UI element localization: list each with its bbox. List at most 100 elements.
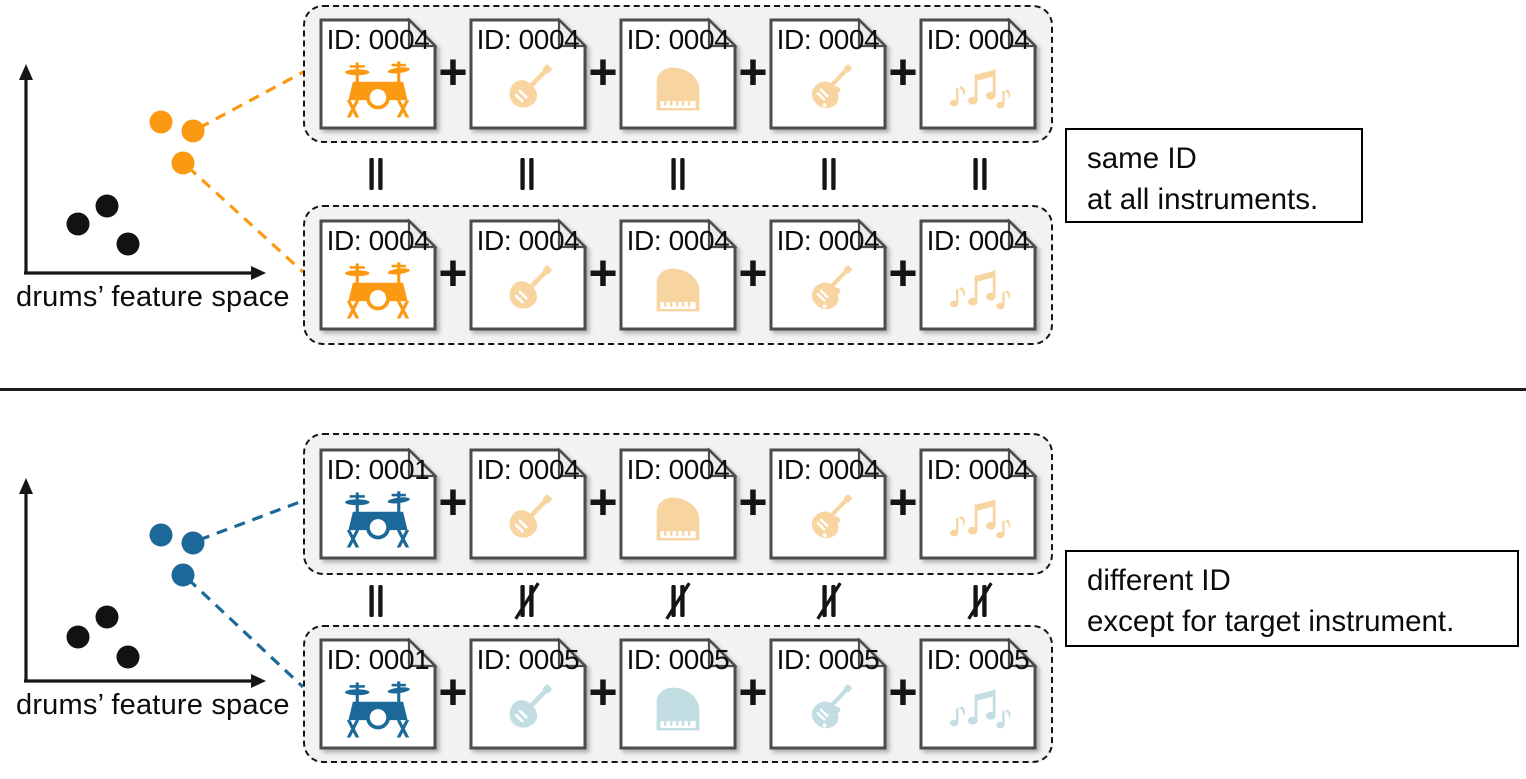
file-page-shape	[769, 447, 888, 560]
file-id-label: ID: 0004	[776, 24, 880, 55]
scatter-dot-target	[171, 151, 195, 175]
file-id-label: ID: 0004	[476, 454, 580, 485]
bottom-feature-space-label: drums’ feature space	[16, 689, 290, 721]
equality-symbol	[769, 153, 889, 195]
scatter-dot-target	[149, 110, 173, 134]
audio-file-card: ID: 0005	[918, 637, 1038, 751]
equality-symbol	[316, 580, 436, 622]
audio-file-card: ID: 0004	[468, 447, 588, 561]
connector-line	[198, 498, 306, 542]
file-id-label: ID: 0005	[476, 644, 580, 675]
plus-sign: +	[438, 664, 468, 720]
file-page-shape	[769, 17, 888, 130]
audio-file-card: ID: 0004	[318, 218, 438, 332]
file-id-label: ID: 0004	[776, 225, 880, 256]
audio-file-card: ID: 0004	[468, 218, 588, 332]
audio-file-card: ID: 0001	[318, 637, 438, 751]
guitar-icon	[768, 56, 888, 122]
file-id-label: ID: 0005	[926, 644, 1030, 675]
audio-file-card: ID: 0004	[318, 17, 438, 131]
audio-file-card: ID: 0004	[918, 447, 1038, 561]
scatter-dot-target	[149, 523, 173, 547]
connector-line	[186, 577, 305, 689]
audio-file-card: ID: 0001	[318, 447, 438, 561]
file-id-label: ID: 0004	[626, 24, 730, 55]
scatter-dot-target	[181, 531, 205, 555]
music-notes-icon	[918, 676, 1038, 742]
file-id-label: ID: 0004	[626, 454, 730, 485]
scatter-dot-other	[95, 194, 119, 218]
file-id-label: ID: 0005	[776, 644, 880, 675]
mixture-group-top-row1: ID: 0004 + ID: 0004 + ID: 0004 + ID: 000…	[303, 5, 1053, 143]
plus-sign: +	[438, 245, 468, 301]
file-id-label: ID: 0004	[776, 454, 880, 485]
plus-sign: +	[888, 664, 918, 720]
section-divider	[0, 388, 1526, 391]
music-notes-icon	[918, 56, 1038, 122]
bass-guitar-icon	[468, 257, 588, 323]
equality-symbol	[920, 153, 1040, 195]
audio-file-card: ID: 0004	[618, 17, 738, 131]
file-page-shape	[919, 17, 1038, 130]
audio-file-card: ID: 0005	[468, 637, 588, 751]
plus-sign: +	[738, 664, 768, 720]
plus-sign: +	[888, 474, 918, 530]
scatter-dot-other	[66, 212, 90, 236]
equality-symbol	[769, 580, 889, 622]
audio-file-card: ID: 0004	[918, 218, 1038, 332]
y-axis-arrowhead	[19, 64, 33, 80]
drums-icon	[318, 56, 438, 122]
y-axis-arrowhead	[19, 478, 33, 494]
guitar-icon	[768, 257, 888, 323]
audio-file-card: ID: 0005	[618, 637, 738, 751]
equality-symbol	[920, 580, 1040, 622]
id-relations-row	[303, 150, 1053, 198]
audio-file-card: ID: 0004	[618, 218, 738, 332]
audio-file-card: ID: 0004	[468, 17, 588, 131]
bass-guitar-icon	[468, 56, 588, 122]
connector-line	[198, 68, 308, 130]
file-id-label: ID: 0004	[926, 225, 1030, 256]
bottom-feature-scatter	[19, 478, 306, 689]
scatter-dot-other	[95, 605, 119, 629]
drums-icon	[318, 676, 438, 742]
annotation-box-same-id: same ID at all instruments.	[1065, 128, 1363, 223]
mixture-group-top-row2: ID: 0004 + ID: 0004 + ID: 0004 + ID: 000…	[303, 205, 1053, 345]
plus-sign: +	[588, 44, 618, 100]
music-notes-icon	[918, 257, 1038, 323]
file-page-shape	[469, 218, 588, 331]
equality-symbol	[316, 153, 436, 195]
plus-sign: +	[738, 245, 768, 301]
guitar-icon	[768, 676, 888, 742]
plus-sign: +	[588, 474, 618, 530]
top-feature-scatter	[19, 64, 308, 280]
file-page-shape	[769, 218, 888, 331]
audio-file-card: ID: 0004	[768, 17, 888, 131]
plus-sign: +	[438, 474, 468, 530]
scatter-dot-other	[66, 625, 90, 649]
file-page-shape	[469, 447, 588, 560]
plus-sign: +	[888, 44, 918, 100]
scatter-dot-other	[116, 232, 140, 256]
annotation-line: at all instruments.	[1087, 182, 1319, 216]
file-id-label: ID: 0004	[326, 225, 430, 256]
mixture-group-bottom-row2: ID: 0001 + ID: 0005 + ID: 0005 + ID: 000…	[303, 625, 1053, 763]
equality-symbol	[618, 580, 738, 622]
connector-line	[186, 165, 305, 274]
piano-icon	[618, 676, 738, 742]
file-page-shape	[469, 637, 588, 750]
plus-sign: +	[888, 245, 918, 301]
piano-icon	[618, 486, 738, 552]
file-id-label: ID: 0005	[626, 644, 730, 675]
x-axis-arrowhead	[251, 674, 266, 688]
plus-sign: +	[588, 664, 618, 720]
file-id-label: ID: 0004	[476, 225, 580, 256]
file-page-shape	[919, 447, 1038, 560]
equality-symbol	[467, 580, 587, 622]
audio-file-card: ID: 0004	[768, 447, 888, 561]
mixture-group-bottom-row1: ID: 0001 + ID: 0004 + ID: 0004 + ID: 000…	[303, 433, 1053, 575]
bass-guitar-icon	[468, 676, 588, 742]
audio-file-card: ID: 0004	[768, 218, 888, 332]
audio-file-card: ID: 0004	[918, 17, 1038, 131]
